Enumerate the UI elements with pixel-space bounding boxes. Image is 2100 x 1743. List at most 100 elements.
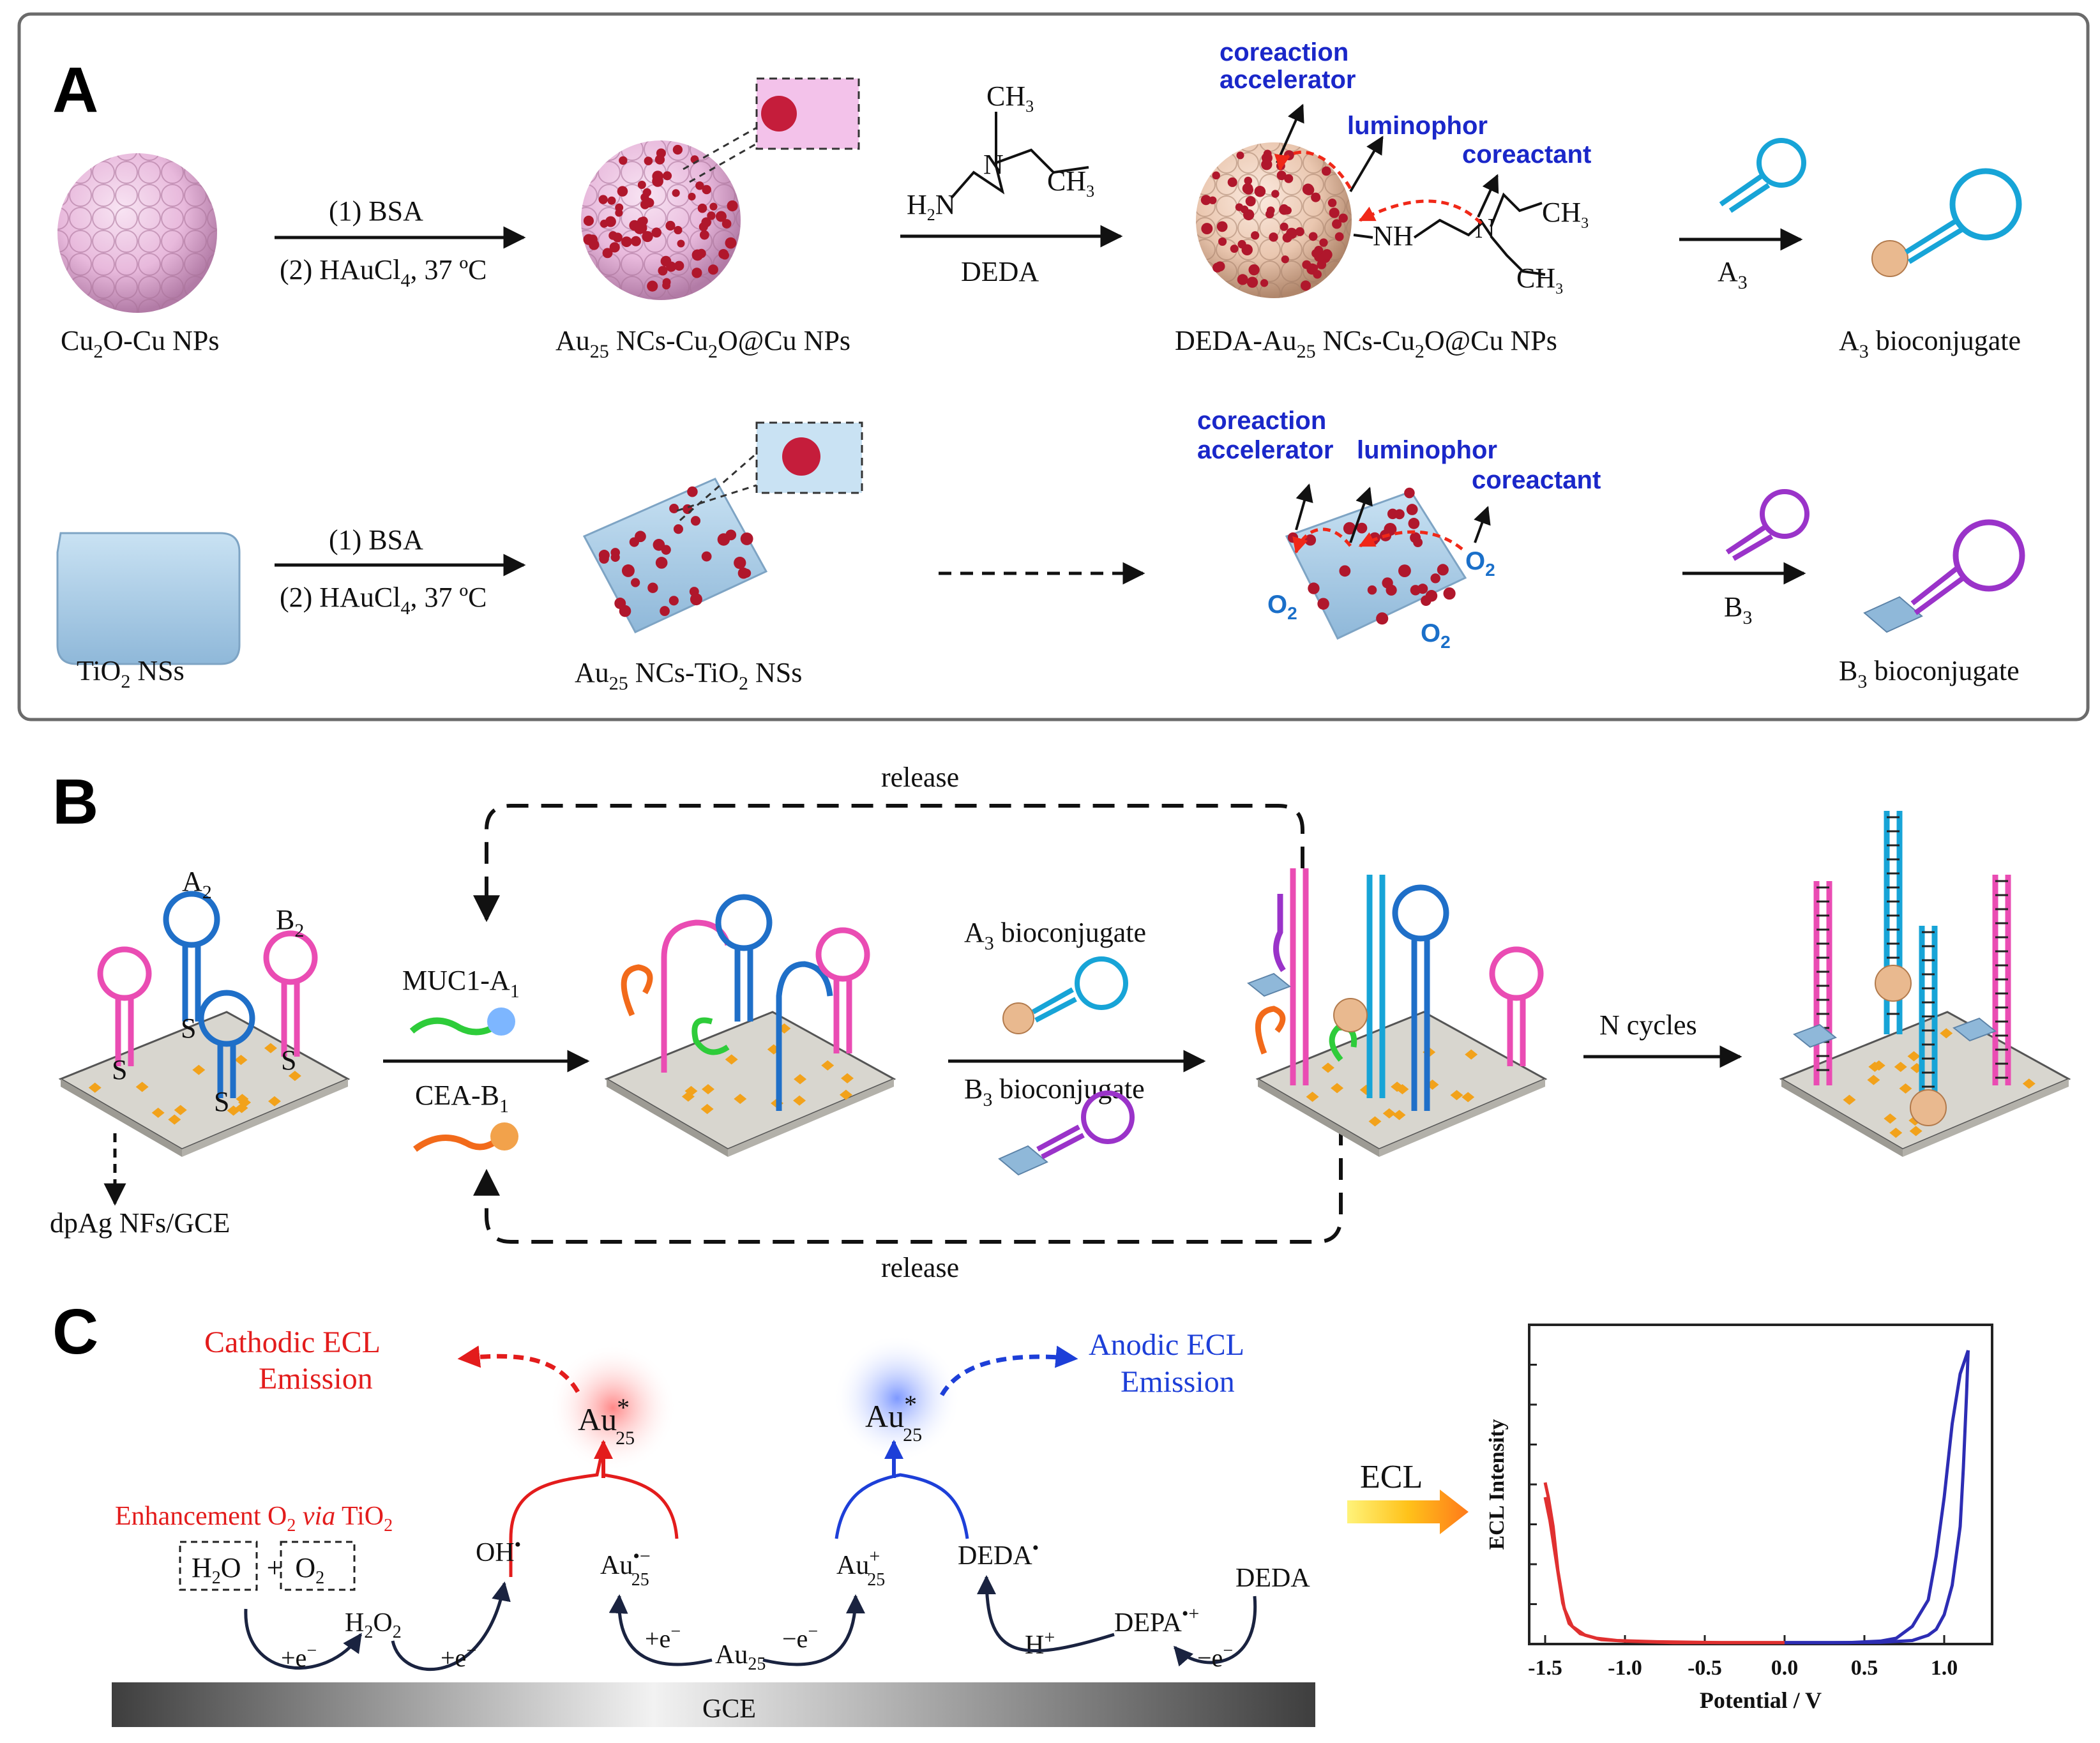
water-equation: H2O+O2: [192, 1552, 324, 1588]
au25-nanocluster-dot: [1212, 171, 1220, 180]
silver-nanoflower: [725, 1054, 738, 1065]
au25-nanocluster-dot: [697, 203, 707, 213]
silver-nanoflower: [1894, 1062, 1907, 1073]
au25-nanocluster-dot: [690, 516, 701, 526]
au25-nanocluster-dot: [651, 227, 662, 238]
silver-nanoflower: [700, 1104, 714, 1115]
hairpin-a3-icon: [1719, 138, 1806, 213]
au25-nanocluster-dot: [702, 185, 711, 195]
au25-nanocluster-dot: [1308, 582, 1320, 594]
deda-molecule: [950, 112, 1089, 199]
a3-bioconjugate-icon: [1871, 168, 2022, 277]
plus-e-1: +e−: [281, 1641, 317, 1672]
au25-anion-label: Au•−25: [600, 1546, 651, 1590]
au25-nanocluster-dot: [1201, 223, 1213, 235]
hairpins-electrode-1: [97, 891, 318, 1098]
anodic-emission-arrow: [939, 1345, 1078, 1396]
au25-nanocluster-dot: [672, 144, 683, 155]
au25-nanocluster-dot: [644, 156, 653, 165]
au25-nanocluster-dot: [652, 170, 663, 182]
au25-nanocluster-dot: [665, 220, 676, 231]
au25-nanocluster-dot: [1421, 595, 1431, 607]
au25-nanocluster-dot: [1216, 221, 1228, 232]
coreaction-label-2: coreaction: [1197, 407, 1326, 435]
silver-nanoflower: [235, 1103, 248, 1113]
au25-nanocluster-dot: [621, 236, 632, 248]
svg-text:NH: NH: [1373, 220, 1414, 252]
cu2o-cu-sphere: [57, 153, 217, 313]
au25-nanocluster-dot: [1308, 232, 1318, 241]
au25-nanocluster-dot: [1251, 231, 1260, 240]
b3-bioconjugate-icon: [1863, 519, 2025, 633]
b3-bioconjugate-label: B3 bioconjugate: [1839, 655, 2020, 692]
au25-nanocluster-dot: [1417, 584, 1428, 594]
oh-radical-label: OH•: [476, 1534, 521, 1567]
svg-text:CH3: CH3: [1516, 262, 1563, 298]
panel-b-label: B: [52, 766, 98, 838]
silver-nanoflower: [151, 1107, 165, 1118]
svg-text:CH3: CH3: [1047, 165, 1094, 200]
au25-nanocluster-dot: [1235, 203, 1244, 211]
au25-tio2-label: Au25 NCs-TiO2 NSs: [575, 657, 802, 694]
au25-nanocluster-dot: [1295, 227, 1304, 236]
silver-nanoflower: [1872, 1060, 1885, 1071]
silver-nanoflower: [1465, 1049, 1478, 1060]
cea-aptamer-icon: [413, 1122, 518, 1152]
ecl-arrow: [1347, 1490, 1469, 1534]
au25-nanocluster-dot: [640, 200, 650, 209]
au25-nanocluster-dot: [647, 280, 658, 292]
au25-nanocluster-dot: [1332, 219, 1342, 229]
silver-nanoflower: [135, 1082, 149, 1092]
x-tick-label: -0.5: [1688, 1656, 1722, 1680]
au25-nanocluster-dot: [674, 260, 684, 271]
au25-nanocluster-dot: [1209, 196, 1217, 204]
au25-nanocluster-dot: [612, 232, 623, 243]
tio2-label: TiO2 NSs: [77, 655, 185, 692]
au25-nanocluster-dot: [642, 230, 653, 243]
ecl-arrow-label: ECL: [1360, 1459, 1423, 1495]
au25-nanocluster-dot: [619, 156, 628, 165]
au25-nanocluster-dot: [617, 186, 628, 197]
au25-nanocluster-dot: [655, 557, 668, 569]
au25-neutral-label: Au25: [715, 1640, 766, 1674]
au25-nanocluster-dot: [1200, 195, 1211, 206]
b3-conj-label: B3 bioconjugate: [964, 1073, 1145, 1110]
silver-nanoflower: [2022, 1078, 2036, 1089]
au25-nanocluster-dot: [740, 532, 753, 545]
au25-nanocluster-dot: [602, 248, 613, 259]
silver-nanoflower: [734, 1094, 747, 1105]
au25-nanocluster-dot: [1260, 279, 1269, 287]
silver-nanoflower: [1889, 1128, 1903, 1138]
au25-nanocluster-dot: [1241, 244, 1253, 255]
au25-nanocluster-dot: [1230, 245, 1239, 253]
chart-plot-frame: [1528, 1324, 1993, 1645]
au25-nanocluster-dot: [1254, 186, 1266, 197]
silver-nanoflower: [1393, 1110, 1406, 1120]
au25-nanocluster-dot: [695, 181, 704, 190]
au25-nanocluster-dot: [1246, 276, 1258, 288]
silver-nanoflower: [793, 1095, 806, 1106]
o2-label-1: O2: [1465, 547, 1495, 580]
tio2-sheet: [56, 532, 241, 665]
strands-electrode-3: [1255, 868, 1544, 1111]
svg-text:CH3: CH3: [1542, 197, 1589, 232]
h-plus-label: H+: [1025, 1627, 1055, 1660]
cathodic-label-1: Cathodic ECL: [204, 1325, 381, 1359]
b3-conj-icon-b: [998, 1090, 1135, 1176]
b2-label: B2: [276, 904, 304, 941]
au25-nanocluster-dot: [1406, 504, 1418, 515]
au25-nanocluster-dot: [653, 539, 665, 551]
silver-nanoflower: [794, 1074, 807, 1085]
row2-step1-a: (1) BSA: [329, 524, 423, 555]
au25-nanocluster-dot: [1317, 598, 1329, 610]
au25-nanocluster-dot: [1286, 227, 1297, 239]
au25-nanocluster-dot: [673, 524, 683, 534]
au25-nanocluster-dot: [734, 556, 746, 570]
luminophor-label-2: luminophor: [1357, 436, 1497, 464]
accelerator-label-2: accelerator: [1197, 436, 1333, 464]
cathodic-label-2: Emission: [259, 1362, 373, 1396]
depa-cation-label: DEPA•+: [1114, 1603, 1199, 1638]
au25-nanocluster-dot: [1334, 232, 1344, 241]
au25-nanocluster-dot: [1413, 538, 1423, 548]
